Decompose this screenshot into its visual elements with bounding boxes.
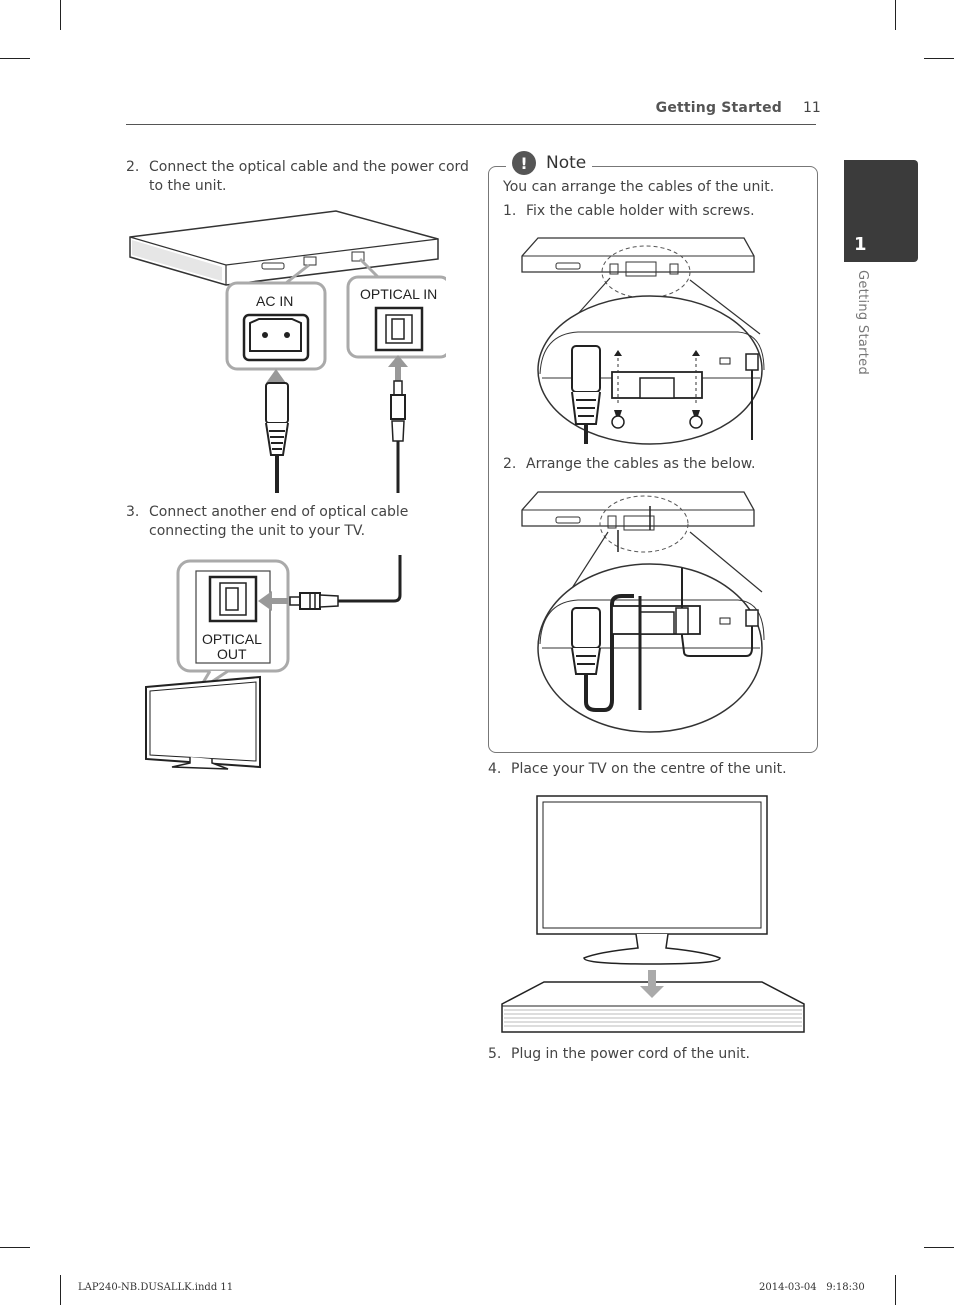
tv-on-unit-figure (501, 795, 805, 1033)
step-4: 4. Place your TV on the centre of the un… (488, 761, 787, 777)
step-5: 5. Plug in the power cord of the unit. (488, 1046, 750, 1062)
step-2-line-1: Connect the optical cable and the power … (149, 159, 469, 175)
note-item-2: 2. Arrange the cables as the below. (503, 456, 756, 472)
tv-optical-out-figure: OPTICAL OUT (145, 555, 402, 770)
chapter-tab (844, 160, 918, 262)
step-2-line-2: to the unit. (149, 178, 227, 194)
note-header: ! Note (506, 150, 593, 176)
soundbar-connection-figure: AC IN OPTICAL IN (129, 210, 446, 493)
footer-timestamp: 2014-03-04 9:18:30 (759, 1282, 865, 1293)
optical-out-label-line-1: OPTICAL (202, 631, 262, 647)
optical-in-label: OPTICAL IN (360, 286, 437, 302)
cable-holder-screws-figure (521, 237, 765, 445)
step-3-line-1: Connect another end of optical cable (149, 504, 409, 520)
note-box (488, 166, 818, 753)
arranged-cables-figure (521, 491, 765, 733)
chapter-number: 1 (854, 234, 867, 255)
footer-file-name: LAP240-NB.DUSALLK.indd 11 (78, 1282, 234, 1293)
ac-in-label: AC IN (256, 293, 293, 309)
running-header-title: Getting Started (655, 100, 782, 116)
note-intro: You can arrange the cables of the unit. (503, 179, 775, 195)
step-3-line-2: connecting the unit to your TV. (149, 523, 366, 539)
note-item-1: 1. Fix the cable holder with screws. (503, 203, 755, 219)
exclamation-icon: ! (512, 151, 536, 175)
page-number: 11 (803, 100, 821, 116)
note-label: Note (546, 153, 587, 173)
step-3: 3. Connect another end of optical cable … (126, 504, 409, 539)
header-rule (126, 124, 816, 125)
step-2: 2. Connect the optical cable and the pow… (126, 159, 469, 194)
chapter-tab-title: Getting Started (855, 270, 870, 376)
optical-out-label-line-2: OUT (217, 646, 247, 662)
